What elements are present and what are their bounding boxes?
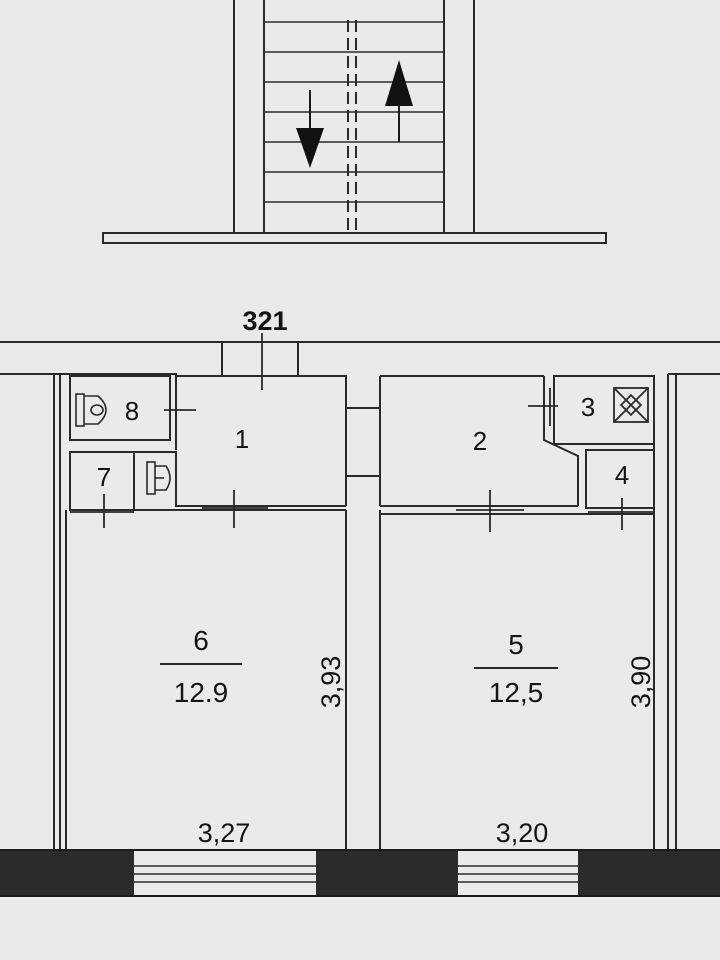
- room-5-area: 12,5: [489, 677, 544, 708]
- room-8-label: 8: [125, 396, 139, 426]
- room-5-width: 3,20: [496, 818, 549, 848]
- window-left: [134, 865, 316, 883]
- toilet-icon: [75, 393, 107, 427]
- sink-icon: [146, 461, 171, 495]
- room-6-depth: 3,93: [316, 656, 346, 709]
- room-6-area: 12.9: [174, 677, 229, 708]
- stair-down-arrow-icon: [296, 90, 324, 168]
- door-markings: [70, 388, 654, 532]
- exterior-wall: [0, 849, 720, 897]
- stair-up-arrow-icon: [385, 60, 413, 142]
- room-7-label: 7: [97, 462, 111, 492]
- room-6-width: 3,27: [198, 818, 251, 848]
- apartment-number: 321: [242, 306, 287, 336]
- room-4-label: 4: [615, 460, 629, 490]
- room-1-label: 1: [235, 424, 249, 454]
- room-6-label: 6: [193, 625, 209, 656]
- room-5-label: 5: [508, 629, 524, 660]
- ventilation-shaft-icon: [613, 387, 649, 423]
- window-right: [458, 865, 578, 883]
- room-5-depth: 3,90: [626, 656, 656, 709]
- room-3-label: 3: [581, 392, 595, 422]
- staircase: [102, 0, 607, 244]
- room-2-label: 2: [473, 426, 487, 456]
- walls: [0, 341, 720, 850]
